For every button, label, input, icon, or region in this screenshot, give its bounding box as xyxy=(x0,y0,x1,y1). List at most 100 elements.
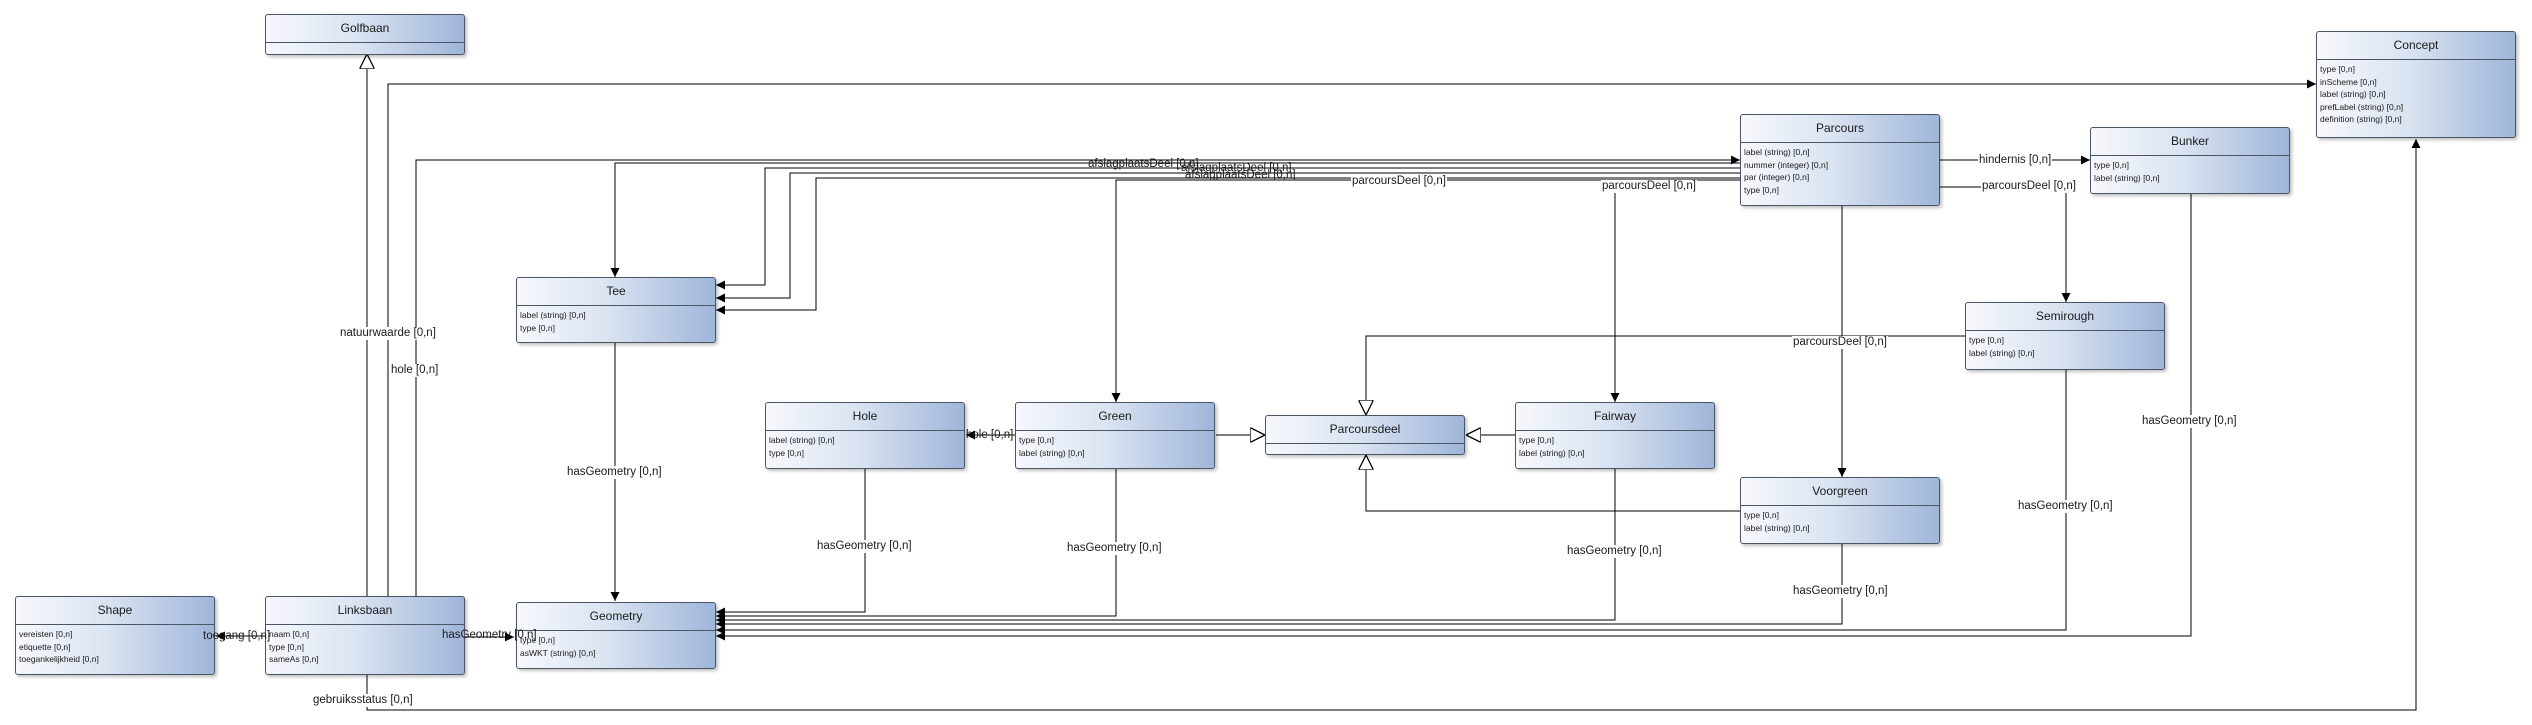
edge-label-parcoursdeel-green: parcoursDeel [0,n] xyxy=(1351,175,1447,188)
edge-hasgeom-hole xyxy=(716,469,866,617)
attribute: type [0,n] xyxy=(1744,184,1779,195)
class-name: Hole xyxy=(766,403,964,431)
edge-parcoursdeel-green xyxy=(1111,179,1740,402)
class-name: Bunker xyxy=(2091,128,2289,156)
edge-label-gebruiksstatus: gebruiksstatus [0,n] xyxy=(312,694,414,707)
class-attributes: type [0,n] label (string) [0,n] xyxy=(1966,331,2164,362)
attribute: inScheme [0,n] xyxy=(2320,76,2377,87)
class-attributes: type [0,n] label (string) [0,n] xyxy=(1016,431,1214,462)
class-name: Geometry xyxy=(517,603,715,631)
attribute: type [0,n] xyxy=(1019,435,1054,445)
class-name: Voorgreen xyxy=(1741,478,1939,506)
class-attributes: type [0,n] label (string) [0,n] xyxy=(1741,506,1939,537)
class-parcoursdeel[interactable]: Parcoursdeel xyxy=(1265,415,1465,455)
class-bunker[interactable]: Bunker type [0,n] label (string) [0,n] xyxy=(2090,127,2290,194)
class-fairway[interactable]: Fairway type [0,n] label (string) [0,n] xyxy=(1515,402,1715,469)
edge-label-hasgeom-hole: hasGeometry [0,n] xyxy=(816,540,913,553)
edge-hasgeom-semirough xyxy=(716,370,2067,635)
edge-natuurwaarde xyxy=(387,79,2316,596)
attribute: nummer (integer) [0,n] xyxy=(1744,159,1829,170)
edge-label-parcoursdeel-voorgreen: parcoursDeel [0,n] xyxy=(1792,336,1888,349)
attribute: label (string) [0,n] xyxy=(1019,447,1085,458)
edge-label-hasgeom-voorgreen: hasGeometry [0,n] xyxy=(1792,585,1889,598)
edge-afslagplaats-d xyxy=(716,177,1740,315)
edge-afslagplaats-c xyxy=(716,172,1740,303)
class-shape[interactable]: Shape vereisten [0,n] etiquette [0,n] to… xyxy=(15,596,215,675)
attribute: label (string) [0,n] xyxy=(2094,172,2160,183)
class-name: Concept xyxy=(2317,32,2515,60)
edge-afslagplaats-b xyxy=(716,167,1740,290)
class-green[interactable]: Green type [0,n] label (string) [0,n] xyxy=(1015,402,1215,469)
class-attributes: naam [0,n] type [0,n] sameAs [0,n] xyxy=(266,625,464,669)
class-name: Linksbaan xyxy=(266,597,464,625)
attribute: par (integer) [0,n] xyxy=(1744,172,1810,182)
class-name: Golfbaan xyxy=(266,15,464,43)
attribute: label (string) [0,n] xyxy=(1744,147,1810,157)
edge-semirough-parcoursdeel xyxy=(1366,335,1965,415)
attribute: asWKT (string) [0,n] xyxy=(520,647,596,658)
class-tee[interactable]: Tee label (string) [0,n] type [0,n] xyxy=(516,277,716,343)
attribute: type [0,n] xyxy=(269,641,304,652)
edge-hasgeom-voorgreen xyxy=(716,544,1843,629)
class-attributes: type [0,n] label (string) [0,n] xyxy=(1516,431,1714,462)
class-name: Shape xyxy=(16,597,214,625)
attribute: definition (string) [0,n] xyxy=(2320,114,2402,124)
edge-label-natuurwaarde: natuurwaarde [0,n] xyxy=(339,327,437,340)
edge-hasgeom-fairway xyxy=(716,469,1616,625)
attribute: etiquette [0,n] xyxy=(19,641,71,652)
edge-label-toegang: toegang [0,n] xyxy=(203,630,271,642)
edge-label-hasgeom-tee: hasGeometry [0,n] xyxy=(566,466,663,479)
attribute: type [0,n] xyxy=(2320,64,2355,74)
attribute: type [0,n] xyxy=(1744,510,1779,520)
attribute: vereisten [0,n] xyxy=(19,629,73,639)
class-attributes: type [0,n] inScheme [0,n] label (string)… xyxy=(2317,60,2515,129)
attribute: label (string) [0,n] xyxy=(520,310,586,320)
edge-afslagplaats-a xyxy=(610,162,1740,277)
edge-hasgeom-green xyxy=(716,469,1117,621)
edge-label-hasgeom-linksbaan: hasGeometry [0,n] xyxy=(442,629,537,641)
edge-label-hasgeom-semirough: hasGeometry [0,n] xyxy=(2017,500,2114,513)
edge-label-hole-green: hole [0,n] xyxy=(966,429,1014,441)
class-concept[interactable]: Concept type [0,n] inScheme [0,n] label … xyxy=(2316,31,2516,138)
class-attributes: vereisten [0,n] etiquette [0,n] toeganke… xyxy=(16,625,214,669)
class-attributes: label (string) [0,n] type [0,n] xyxy=(766,431,964,462)
class-attributes: type [0,n] asWKT (string) [0,n] xyxy=(517,631,715,662)
class-golfbaan[interactable]: Golfbaan xyxy=(265,14,465,55)
edge-label-hindernis: hindernis [0,n] xyxy=(1978,154,2053,167)
attribute: type [0,n] xyxy=(1969,335,2004,345)
class-geometry[interactable]: Geometry type [0,n] asWKT (string) [0,n] xyxy=(516,602,716,669)
class-name: Green xyxy=(1016,403,1214,431)
attribute: label (string) [0,n] xyxy=(1744,522,1810,533)
class-linksbaan[interactable]: Linksbaan naam [0,n] type [0,n] sameAs [… xyxy=(265,596,465,675)
class-attributes: label (string) [0,n] type [0,n] xyxy=(517,306,715,337)
edge-label-hasgeom-bunker: hasGeometry [0,n] xyxy=(2141,415,2238,428)
edge-voorgreen-parcoursdeel xyxy=(1366,455,1740,512)
edge-parcoursdeel-semirough xyxy=(1940,186,2071,302)
attribute: type [0,n] xyxy=(1519,435,1554,445)
class-attributes: label (string) [0,n] nummer (integer) [0… xyxy=(1741,143,1939,199)
class-voorgreen[interactable]: Voorgreen type [0,n] label (string) [0,n… xyxy=(1740,477,1940,544)
edge-label-hasgeom-fairway: hasGeometry [0,n] xyxy=(1566,545,1663,558)
edge-gebruiksstatus xyxy=(366,139,2421,711)
edge-label-parcoursdeel-semirough: parcoursDeel [0,n] xyxy=(1981,180,2077,193)
attribute: type [0,n] xyxy=(520,322,555,333)
attribute: label (string) [0,n] xyxy=(2320,89,2386,99)
attribute: type [0,n] xyxy=(769,447,804,458)
edge-label-afslagplaats-c: afslagplaatsDeel [0,n] xyxy=(1185,169,1296,181)
class-name: Semirough xyxy=(1966,303,2164,331)
attribute: prefLabel (string) [0,n] xyxy=(2320,101,2404,112)
class-parcours[interactable]: Parcours label (string) [0,n] nummer (in… xyxy=(1740,114,1940,206)
class-semirough[interactable]: Semirough type [0,n] label (string) [0,n… xyxy=(1965,302,2165,370)
class-attributes: type [0,n] label (string) [0,n] xyxy=(2091,156,2289,187)
attribute: type [0,n] xyxy=(2094,160,2129,170)
attribute: sameAs [0,n] xyxy=(269,654,319,664)
class-name: Fairway xyxy=(1516,403,1714,431)
class-name: Parcoursdeel xyxy=(1266,416,1464,444)
edge-label-afslagplaats-a: afslagplaatsDeel [0,n] xyxy=(1088,158,1199,170)
edge-label-hole: hole [0,n] xyxy=(390,364,440,377)
class-hole[interactable]: Hole label (string) [0,n] type [0,n] xyxy=(765,402,965,469)
edge-label-hasgeom-green: hasGeometry [0,n] xyxy=(1066,542,1163,555)
attribute: type [0,n] xyxy=(520,635,555,645)
attribute: naam [0,n] xyxy=(269,629,310,639)
class-name: Parcours xyxy=(1741,115,1939,143)
